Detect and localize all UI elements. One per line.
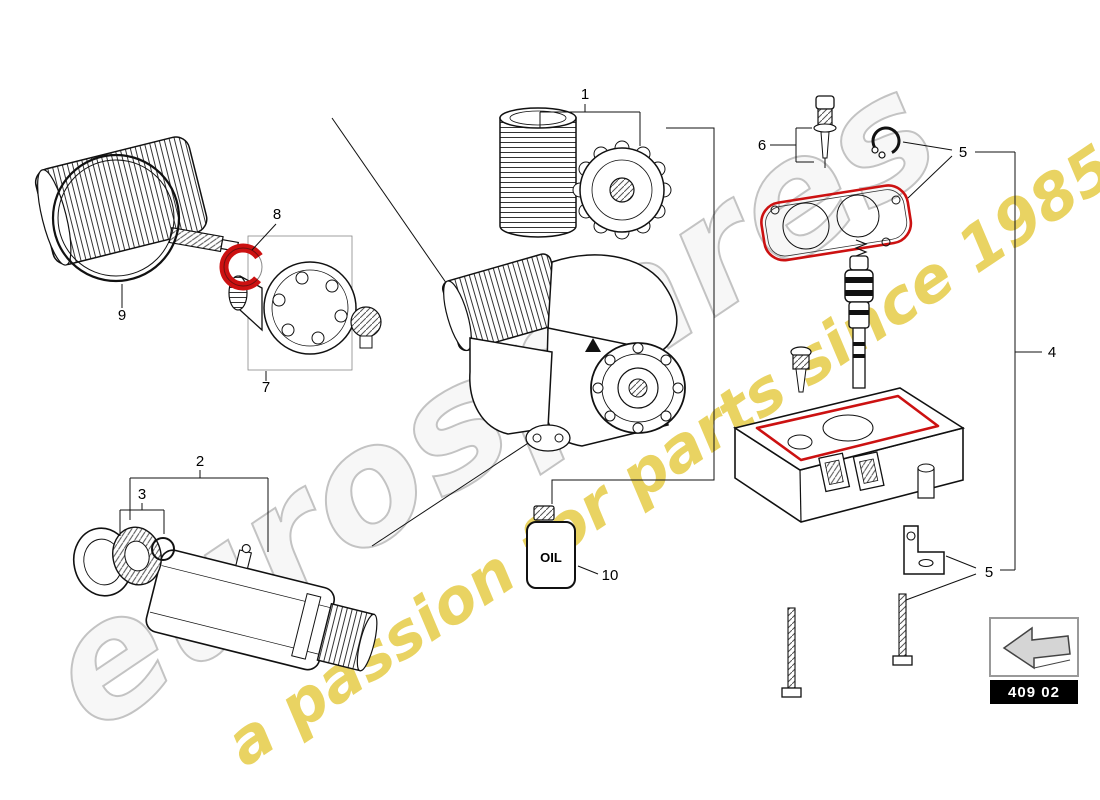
warning-triangle-icon [585,338,601,352]
gasket-housing [755,394,940,462]
callout-4[interactable]: 4 [1048,344,1056,361]
o-ring [51,153,181,283]
vent-valve [790,346,812,393]
pinion-gear [350,306,382,338]
solenoid-valve [844,239,874,389]
callout-1[interactable]: 1 [581,86,589,103]
back-arrow-icon [1002,626,1071,670]
part-9-clutch-drum [34,136,240,283]
nav-arrow-box[interactable]: 409 02 [989,617,1079,704]
callout-8[interactable]: 8 [273,206,281,223]
part-6-valve [813,95,837,168]
leader-lines [331,117,715,547]
part-5-snap-ring [871,126,901,159]
callout-9[interactable]: 9 [118,307,126,324]
callout-5-top[interactable]: 5 [959,144,967,161]
connector-blocks [818,451,885,493]
main-pump-assembly [441,253,686,452]
filter-cap [572,140,672,240]
callout-5-bottom[interactable]: 5 [985,564,993,581]
part-2-pump-motor [72,526,378,672]
part-1-oil-filter [499,107,672,240]
callout-3[interactable]: 3 [138,486,146,503]
callouts: 1 2 3 4 5 5 6 7 8 9 10 [118,86,1056,584]
callout-7[interactable]: 7 [262,379,270,396]
callout-6[interactable]: 6 [758,137,766,154]
callout-2[interactable]: 2 [196,453,204,470]
part-code-label: 409 02 [1008,684,1060,701]
callout-10[interactable]: 10 [602,567,619,584]
part-8-seal-ring [219,243,267,291]
pump-flange [590,342,686,434]
part-7-differential [228,235,382,371]
mounting-bracket [903,525,945,575]
bolt-long [781,607,802,698]
callout-leaders [119,104,1042,601]
part-3-clutch-discs [72,526,175,597]
part-code-bar [990,680,1078,704]
gasket-top [760,184,913,262]
bolt-short [892,593,913,666]
part-4-filter-housing [733,387,965,523]
part-10-oil-bottle: OIL [526,505,576,589]
oil-bottle-label: OIL [540,550,562,565]
